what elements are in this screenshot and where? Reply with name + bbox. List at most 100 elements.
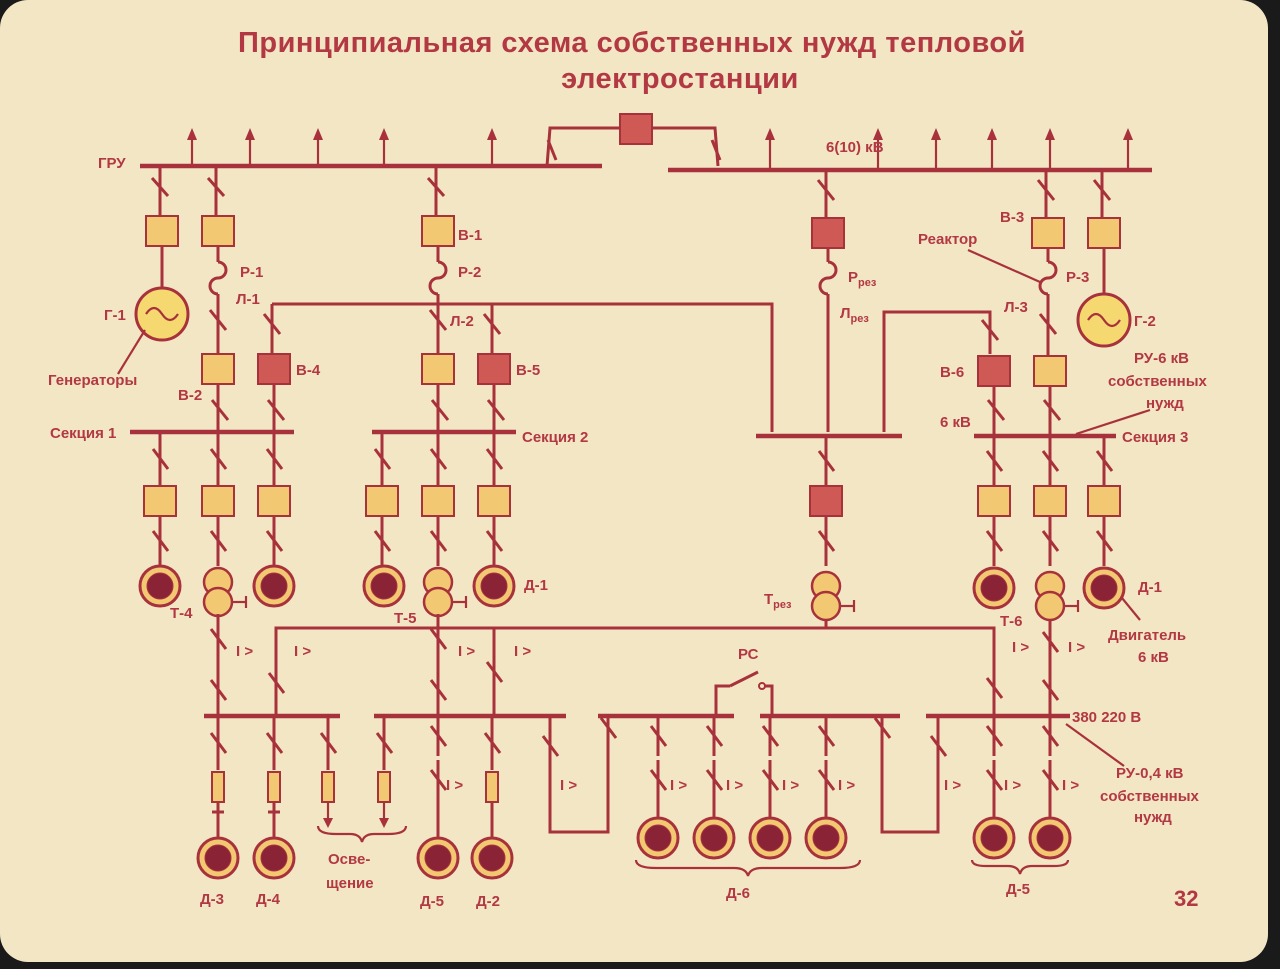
label-t-rez: Трез (764, 591, 792, 611)
motor-core (980, 824, 1008, 852)
label-ru6-2: собственных (1108, 373, 1208, 390)
section-drops (143, 432, 1121, 566)
fuse-icon (321, 771, 335, 803)
label-d2: Д-2 (476, 893, 500, 910)
label-d4: Д-4 (256, 891, 281, 908)
label-l2: Л-2 (450, 313, 474, 330)
motor-core (146, 572, 174, 600)
relay-label: I > (838, 777, 855, 794)
motor-core (644, 824, 672, 852)
motor-core (700, 824, 728, 852)
label-motor6-2: 6 кВ (1138, 649, 1169, 666)
label-t6: Т-6 (1000, 613, 1023, 630)
label-reactor: Реактор (918, 231, 977, 248)
breaker (1087, 485, 1121, 517)
label-r2: Р-2 (458, 264, 481, 281)
relay-label: I > (1068, 639, 1085, 656)
breaker (143, 485, 177, 517)
label-ru04-3: нужд (1134, 809, 1172, 826)
motor-core (478, 844, 506, 872)
fuse-icon (211, 771, 225, 803)
transformer-icon (810, 590, 842, 622)
transformer-icon (422, 586, 454, 618)
motor-core (260, 844, 288, 872)
label-d1-right: Д-1 (1138, 579, 1162, 596)
main-busbar (140, 113, 1152, 173)
feeder-section2 (421, 166, 511, 432)
motor-core (756, 824, 784, 852)
motor-core (370, 572, 398, 600)
outgoing-feeders (187, 128, 1133, 170)
breaker (809, 485, 843, 517)
relay-label: I > (1062, 777, 1079, 794)
section-busbars (130, 429, 1116, 439)
breaker (257, 485, 291, 517)
label-l-rez: Лрез (840, 305, 869, 325)
arrow-icon (931, 128, 941, 140)
breaker (201, 485, 235, 517)
feeder-section1 (201, 166, 291, 432)
label-ru04-2: собственных (1100, 788, 1200, 805)
label-ru6-3: нужд (1146, 395, 1184, 412)
label-gru: ГРУ (98, 155, 126, 172)
arrow-icon (313, 128, 323, 140)
motor-core (204, 844, 232, 872)
fuse-icon (485, 771, 499, 803)
breaker (1033, 485, 1067, 517)
label-bus-voltage: 6(10) кВ (826, 139, 884, 156)
label-ru6-1: РУ-6 кВ (1134, 350, 1189, 367)
label-motor6-1: Двигатель (1108, 627, 1186, 644)
label-v2: В-2 (178, 387, 202, 404)
label-v4: В-4 (296, 362, 321, 379)
label-r3: Р-3 (1066, 269, 1089, 286)
relay-label: I > (236, 643, 253, 660)
relay-label: I > (670, 777, 687, 794)
motor-core (980, 574, 1008, 602)
label-ru04-1: РУ-0,4 кВ (1116, 765, 1184, 782)
label-l1: Л-1 (236, 291, 260, 308)
label-d5-left: Д-5 (420, 893, 444, 910)
relay-label: I > (458, 643, 475, 660)
motor-core (1090, 574, 1118, 602)
lighting-brace (316, 825, 408, 843)
relay-label: I > (560, 777, 577, 794)
label-d6: Д-6 (726, 885, 750, 902)
arrow-icon (1123, 128, 1133, 140)
label-light-1: Осве- (328, 851, 370, 868)
generator-g1-branch (117, 166, 190, 375)
relay-label: I > (514, 643, 531, 660)
motor-core (424, 844, 452, 872)
reserve-feeder (811, 170, 936, 432)
arrow-icon (323, 818, 333, 828)
motors-6kv (138, 564, 1126, 610)
arrow-icon (987, 128, 997, 140)
label-t5: Т-5 (394, 610, 417, 627)
label-light-2: щение (326, 875, 374, 892)
label-380-220: 380 220 В (1072, 709, 1141, 726)
relay-label: I > (782, 777, 799, 794)
arrow-icon (765, 128, 775, 140)
transformers (202, 566, 1080, 622)
lv-loop-left (548, 740, 610, 834)
label-g1: Г-1 (104, 307, 126, 324)
label-g2: Г-2 (1134, 313, 1156, 330)
lv-feeds (209, 614, 1060, 716)
fuse-icon (377, 771, 391, 803)
breaker (977, 485, 1011, 517)
bus-tie-breaker (619, 113, 653, 145)
relay-label: I > (294, 643, 311, 660)
breaker (477, 485, 511, 517)
lv-drops (196, 716, 1072, 880)
relay-label: I > (446, 777, 463, 794)
transformer-icon (1034, 590, 1066, 622)
label-section1: Секция 1 (50, 425, 116, 442)
fuse-icon (267, 771, 281, 803)
arrow-icon (379, 128, 389, 140)
label-rs: РС (738, 646, 759, 663)
d5-brace (970, 859, 1070, 875)
relay-labels: I >I >I >I >I >I >I >I >I >I >I >I >I >I… (236, 639, 1085, 794)
breaker (421, 485, 455, 517)
arrow-icon (245, 128, 255, 140)
title-line-1: Принципиальная схема собственных нужд те… (238, 27, 1026, 59)
